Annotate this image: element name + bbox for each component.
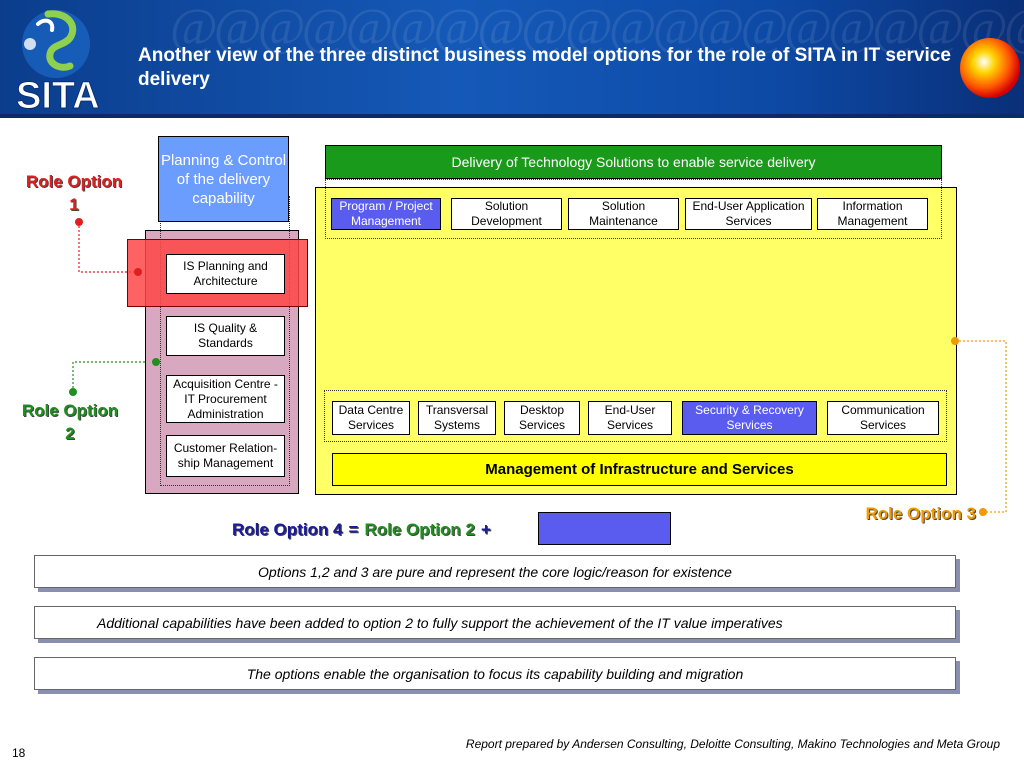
note-pure-options: Options 1,2 and 3 are pure and represent… [34,555,956,588]
acquisition-centre-box: Acquisition Centre - IT Procurement Admi… [166,375,285,423]
data-centre-services-box: Data Centre Services [332,401,410,435]
role-option-1-dot [75,218,83,226]
solution-development-box: Solution Development [451,198,562,230]
at-sign-pattern: @@@@@@@@@@@@@@@@@@@@@@@@@@@@@@@@@@ [170,0,1024,56]
sita-logo: SITA [8,4,120,118]
is-quality-standards-box: IS Quality & Standards [166,316,285,356]
page-number: 18 [12,746,26,760]
decorative-orb-icon [950,28,1024,102]
infra-dotted-frame [324,390,947,442]
header-bottom-band [0,114,1024,118]
program-project-management-box: Program / Project Management [331,198,441,230]
is-planning-architecture-box: IS Planning and Architecture [166,254,285,294]
slide-title: Another view of the three distinct busin… [138,45,951,90]
role-option-1-label: Role Option 1 [25,172,123,214]
solution-maintenance-box: Solution Maintenance [568,198,679,230]
role-option-1-endpoint [134,268,142,276]
information-management-box: Information Management [817,198,928,230]
communication-services-box: Communication Services [827,401,939,435]
role-option-3-endpoint [951,337,959,345]
end-user-application-services-box: End-User Application Services [685,198,812,230]
header-banner: @@@@@@@@@@@@@@@@@@@@@@@@@@@@@@@@@@ [0,0,1024,118]
role-option-2-label: Role Option 2 [21,401,119,443]
note-capability-building: The options enable the organisation to f… [34,657,956,690]
note-additional-capabilities: Additional capabilities have been added … [34,606,956,639]
report-credit: Report prepared by Andersen Consulting, … [465,737,1000,751]
role-option-4-label: Role Option 4 [232,520,343,539]
solutions-dotted-frame [325,179,942,239]
security-recovery-services-box: Security & Recovery Services [682,401,817,435]
customer-relationship-box: Customer Relation-ship Management [166,435,285,477]
role-option-3-dot [979,508,987,516]
role-option-2-endpoint [152,358,160,366]
role-option-2-dot [69,388,77,396]
role-option-4-formula: Role Option 4 = Role Option 2 + [232,518,491,542]
logo-text: SITA [16,75,100,112]
plus-sign: + [480,520,491,539]
planning-control-box: Planning & Control of the delivery capab… [158,136,289,222]
infra-management-banner: Management of Infrastructure and Service… [332,453,947,486]
transversal-systems-box: Transversal Systems [418,401,496,435]
delivery-banner: Delivery of Technology Solutions to enab… [325,145,942,179]
desktop-services-box: Desktop Services [504,401,580,435]
role-option-2-reference: Role Option 2 [364,520,475,539]
equals-sign: = [348,520,359,539]
role-option-3-label: Role Option 3 [865,504,977,523]
end-user-services-box: End-User Services [588,401,672,435]
blue-capabilities-swatch [538,512,671,545]
